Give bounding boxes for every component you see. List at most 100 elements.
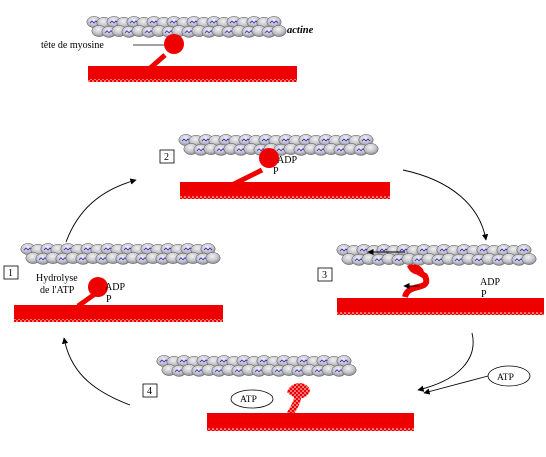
- legend-panel: actine tête de myosine: [41, 16, 314, 82]
- actin-speckle: [341, 138, 351, 142]
- actin-speckle: [219, 359, 229, 363]
- actin-speckle: [479, 248, 489, 252]
- actin-speckle: [103, 247, 113, 251]
- actin-bead: [363, 143, 379, 155]
- adp-label-2: ADP: [277, 155, 297, 166]
- actin-speckle: [519, 248, 529, 252]
- actin-speckle: [379, 248, 389, 252]
- step-2: 2 ADP P: [159, 134, 390, 199]
- myosin-filament-1: [14, 305, 223, 322]
- actin-filament-2: [178, 134, 379, 156]
- actin-speckle: [281, 138, 291, 142]
- myosin-head-4: [287, 383, 310, 399]
- actin-label: actine: [287, 25, 314, 36]
- actin-speckle: [203, 247, 213, 251]
- myosin-head-top: [164, 34, 184, 54]
- actin-speckle: [181, 138, 191, 142]
- step-number-2: 2: [164, 152, 169, 163]
- atp-bubble-4: [230, 389, 274, 409]
- actin-speckle: [321, 138, 331, 142]
- actin-bead: [271, 25, 287, 37]
- myosin-head-1: [88, 277, 108, 297]
- myosin-filament-top: [88, 66, 297, 82]
- myosin-filament-2: [180, 182, 390, 199]
- atp-input-arrow: [423, 375, 489, 395]
- step-number-1: 1: [8, 268, 13, 279]
- actin-filament-1: [20, 243, 221, 265]
- myosin-filament-3: [337, 298, 544, 315]
- actin-speckle: [89, 20, 99, 24]
- step-1: 1 Hydrolyse de l'ATP ADP P: [3, 243, 223, 322]
- adp-label-1: ADP: [105, 282, 125, 293]
- actin-speckle: [269, 20, 279, 24]
- actin-speckle: [129, 20, 139, 24]
- actin-speckle: [183, 247, 193, 251]
- actin-speckle: [159, 359, 169, 363]
- actin-speckle: [419, 248, 429, 252]
- arrow-3-to-4: [417, 332, 474, 392]
- actin-bead: [205, 252, 221, 264]
- actin-speckle: [169, 20, 179, 24]
- actin-speckle: [123, 247, 133, 251]
- myosin-head-3: [407, 264, 424, 275]
- myosin-head-label: tête de myosine: [41, 40, 104, 51]
- actin-speckle: [83, 247, 93, 251]
- actin-speckle: [143, 247, 153, 251]
- actin-speckle: [339, 248, 349, 252]
- actin-filament-top: [86, 16, 287, 38]
- actin-filament-4: [156, 355, 357, 377]
- step-box-3: [317, 267, 333, 282]
- actin-speckle: [149, 20, 159, 24]
- actin-bead: [341, 364, 357, 376]
- actin-speckle: [261, 138, 271, 142]
- myosin-neck-1: [76, 291, 97, 309]
- adp-label-3: ADP: [480, 277, 500, 288]
- atp-free: ATP: [487, 365, 531, 387]
- myosin-head-2: [259, 148, 279, 168]
- actin-speckle: [319, 359, 329, 363]
- hydrolysis-label-line2: de l'ATP: [40, 285, 75, 296]
- p-label-3: P: [481, 289, 487, 300]
- atp-label-4: ATP: [240, 395, 257, 405]
- actin-speckle: [439, 248, 449, 252]
- actin-speckle: [63, 247, 73, 251]
- actin-speckle: [43, 247, 53, 251]
- actin-speckle: [249, 20, 259, 24]
- actin-speckle: [239, 359, 249, 363]
- step-4: 4 ATP: [142, 355, 414, 431]
- hydrolysis-label-line1: Hydrolyse: [36, 273, 78, 284]
- arrow-2-to-3: [402, 169, 489, 241]
- actin-speckle: [499, 248, 509, 252]
- actin-speckle: [209, 20, 219, 24]
- actin-speckle: [459, 248, 469, 252]
- actin-speckle: [301, 138, 311, 142]
- arrow-1-to-2: [65, 178, 137, 243]
- actin-speckle: [299, 359, 309, 363]
- step-number-3: 3: [322, 270, 327, 281]
- actin-speckle: [109, 20, 119, 24]
- step-number-4: 4: [147, 386, 152, 397]
- actin-speckle: [23, 247, 33, 251]
- actin-speckle: [199, 359, 209, 363]
- actin-speckle: [279, 359, 289, 363]
- atp-bubble-free: [487, 365, 531, 387]
- step-box-1: [3, 265, 19, 280]
- p-label-2: P: [273, 166, 279, 177]
- actin-speckle: [259, 359, 269, 363]
- myosin-filament-4: [207, 413, 414, 431]
- p-label-1: P: [106, 294, 112, 305]
- actin-speckle: [399, 248, 409, 252]
- step-box-2: [159, 149, 175, 164]
- myosin-neck-3: [402, 267, 430, 299]
- actin-bead: [521, 253, 537, 265]
- actin-speckle: [359, 248, 369, 252]
- actin-speckle: [201, 138, 211, 142]
- step-3: 3 ADP P: [317, 244, 544, 315]
- actin-speckle: [339, 359, 349, 363]
- arrow-4-to-1: [61, 337, 131, 406]
- actin-speckle: [361, 138, 371, 142]
- atp-label-free: ATP: [497, 373, 514, 383]
- actin-speckle: [189, 20, 199, 24]
- actin-speckle: [241, 138, 251, 142]
